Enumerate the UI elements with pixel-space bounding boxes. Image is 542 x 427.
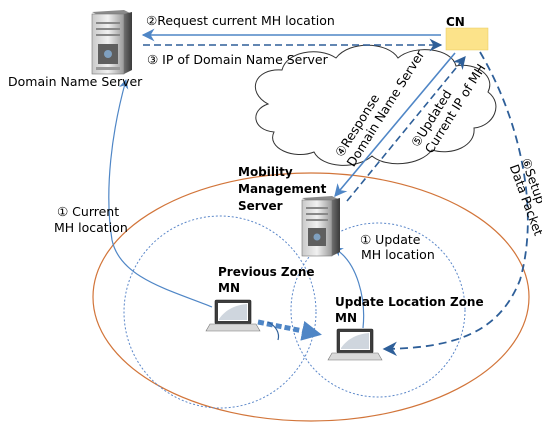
arrow-response-dns	[334, 52, 456, 197]
motion-hint-arc	[267, 321, 280, 341]
new-mn-laptop-icon	[327, 328, 383, 361]
arrow-update-location	[333, 247, 365, 329]
previous-zone-mn-label: MN	[218, 281, 240, 295]
mms-label-line2: Management	[238, 182, 327, 196]
arrow-updated-ip	[346, 56, 466, 202]
edge-1-label-line2: MH location	[54, 220, 128, 235]
edge-3-label: ③ IP of Domain Name Server	[147, 52, 329, 67]
arrow-current-location	[108, 79, 213, 308]
network-domain-ellipse	[92, 172, 530, 422]
update-zone-mn-label: MN	[335, 311, 357, 325]
edge-2-label: ②Request current MH location	[146, 13, 335, 28]
cn-label: CN	[446, 15, 465, 29]
previous-zone-circle	[123, 215, 317, 409]
edge-1b-label-line2: MH location	[361, 247, 435, 262]
update-zone-circle	[290, 222, 466, 398]
mms-server-icon	[301, 196, 340, 257]
previous-zone-label: Previous Zone	[218, 265, 315, 279]
update-zone-label: Update Location Zone	[335, 295, 484, 309]
edge-1b-label-line1: ① Update	[360, 232, 421, 247]
previous-mn-laptop-icon	[205, 299, 261, 332]
edge-1-label-line1: ① Current	[57, 204, 119, 219]
arrow-setup-data	[382, 51, 529, 357]
mn-movement-arrow	[257, 319, 322, 341]
mms-label-line3: Server	[238, 199, 283, 213]
mms-label-line1: Mobility	[238, 165, 293, 179]
dns-label: Domain Name Server	[8, 74, 143, 89]
cn-node	[445, 27, 489, 51]
dns-server-icon	[91, 10, 132, 75]
